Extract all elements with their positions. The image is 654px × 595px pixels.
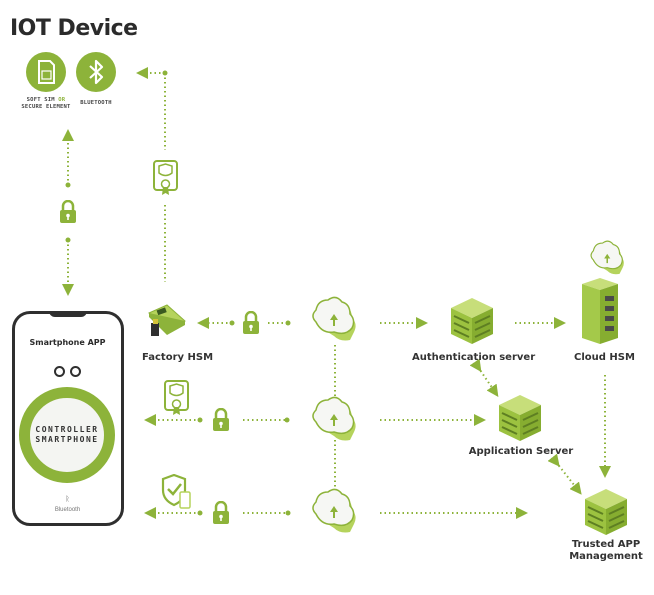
- phone-notch: [49, 311, 87, 317]
- shield-check-icon: [161, 474, 191, 509]
- dot: [229, 320, 235, 326]
- server-rack-icon: [582, 278, 618, 344]
- cloud-upload-icon: [312, 296, 356, 341]
- dot: [197, 510, 203, 516]
- dot: [65, 237, 71, 243]
- application-server-label: Application Server: [468, 446, 574, 457]
- line-auth-app-diagonal: [469, 358, 499, 397]
- dot: [285, 510, 291, 516]
- line-app-trusted-diagonal: [547, 453, 582, 495]
- android-icon: [54, 366, 65, 377]
- bluetooth-label: BLUETOOTH: [80, 100, 112, 106]
- payment-terminal-icon: [148, 304, 186, 336]
- dot: [162, 70, 168, 76]
- dot: [65, 182, 71, 188]
- padlock-icon: [213, 501, 229, 524]
- cloud-hsm-label: Cloud HSM: [574, 352, 635, 363]
- bluetooth-small-icon: ᚱ: [65, 496, 70, 503]
- sim-label: SOFT SIM OR SECURE ELEMENT: [21, 97, 71, 110]
- smartphone-app-title: Smartphone APP: [29, 338, 106, 347]
- dot: [285, 320, 291, 326]
- certificate-icon: [164, 380, 189, 415]
- dot: [197, 417, 203, 423]
- cloud-upload-icon: [312, 488, 356, 533]
- apple-icon: [70, 366, 81, 377]
- cloud-upload-icon: [590, 240, 624, 275]
- bluetooth-icon: [76, 52, 116, 92]
- server-icon: [499, 395, 541, 441]
- server-icon: [451, 298, 493, 344]
- bluetooth-text: Bluetooth: [54, 507, 81, 513]
- padlock-icon: [243, 311, 259, 334]
- sim-card-icon: [26, 52, 66, 92]
- padlock-icon: [213, 408, 229, 431]
- certificate-icon: [153, 160, 178, 195]
- server-icon: [585, 489, 627, 535]
- factory-hsm-label: Factory HSM: [142, 352, 214, 363]
- page-title: IOT Device: [10, 16, 138, 41]
- cloud-upload-icon: [312, 396, 356, 441]
- padlock-icon: [60, 200, 76, 223]
- authentication-server-label: Authentication server: [412, 352, 536, 363]
- dot: [284, 417, 290, 423]
